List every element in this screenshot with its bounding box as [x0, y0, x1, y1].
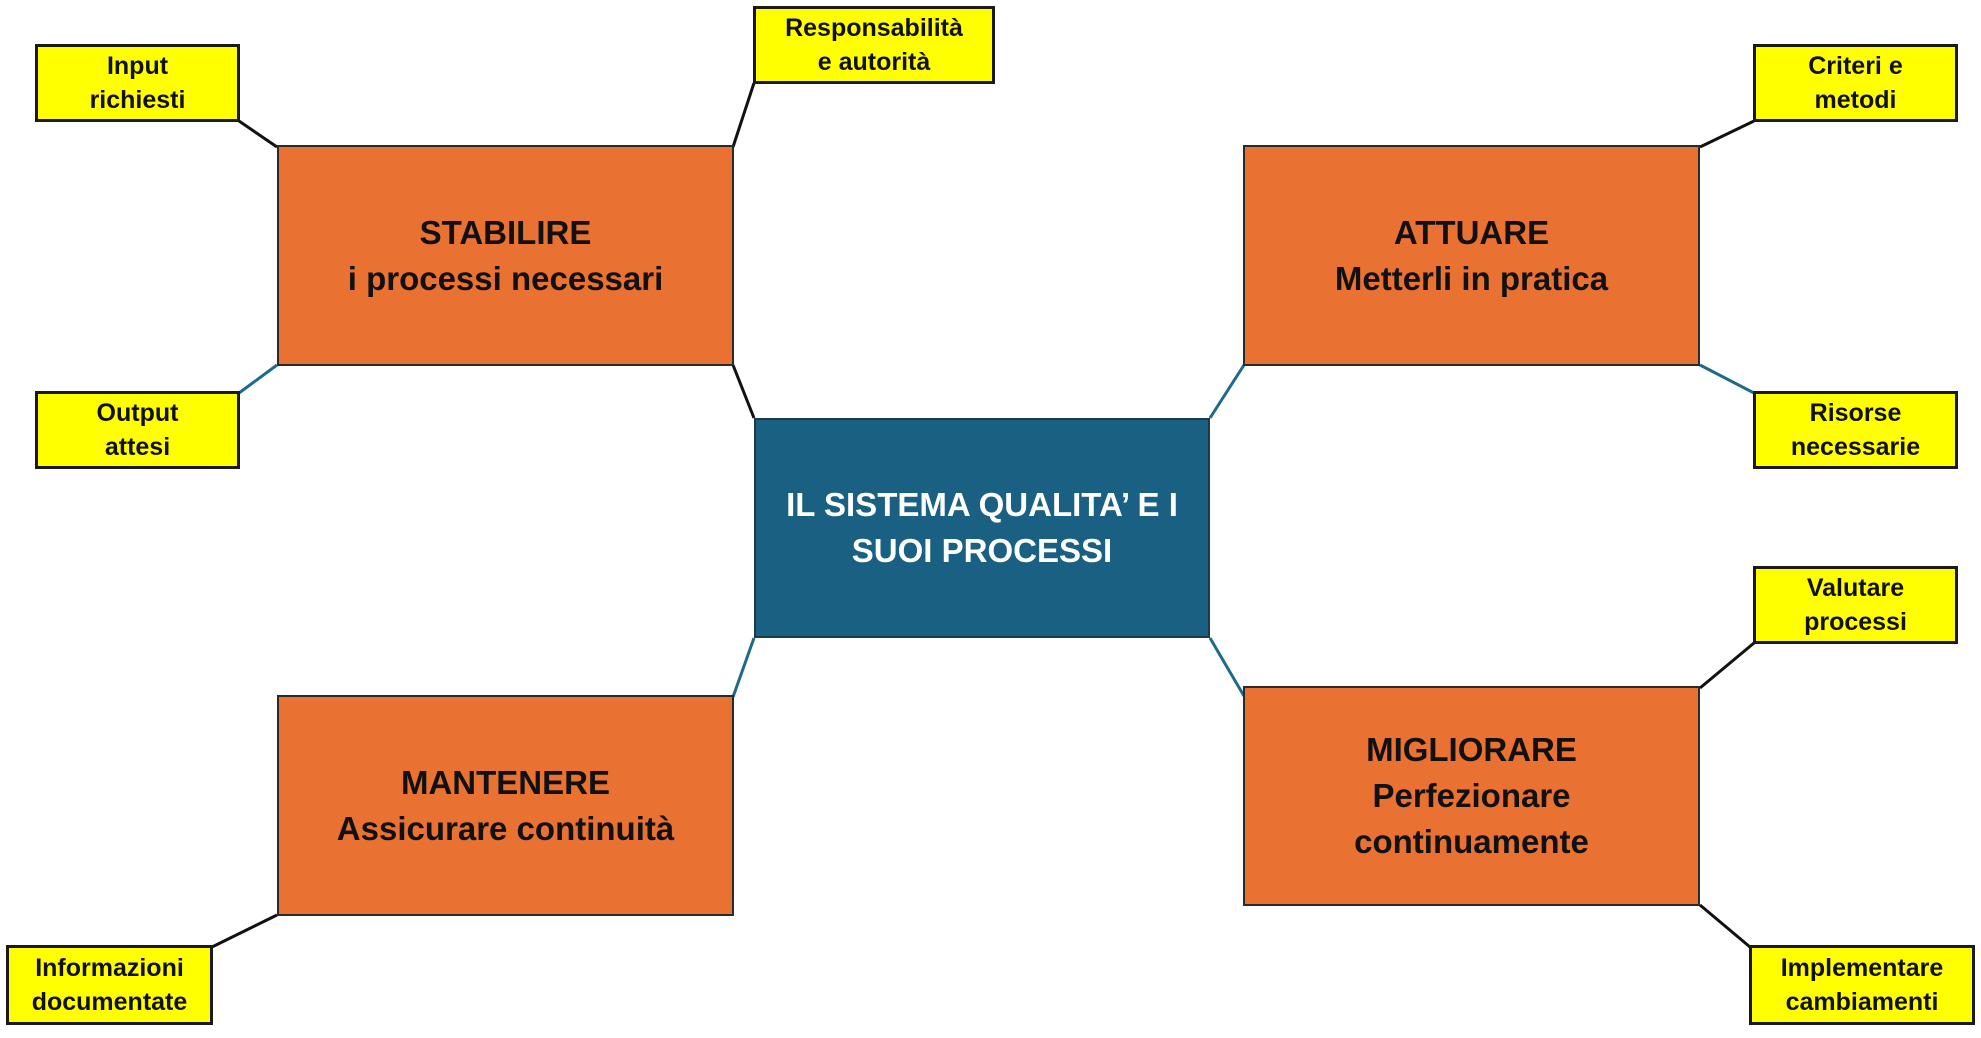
note-text-line: Output [96, 399, 179, 427]
note-text-line: Risorse [1809, 399, 1902, 427]
note-text-line: richiesti [89, 86, 186, 114]
link-center-attuare [1208, 364, 1246, 419]
note-text-line: Valutare [1806, 574, 1905, 602]
center-title-line2: SUOI PROCESSI [851, 532, 1113, 569]
node-mantenere: MANTENERE Assicurare continuità [277, 695, 734, 916]
link-stabilire-responsabilita [731, 82, 756, 148]
note-text-line: Criteri e [1808, 52, 1903, 80]
note-text-line: Input [106, 52, 169, 80]
link-attuare-risorse [1699, 363, 1755, 395]
note-text-line: documentate [31, 988, 188, 1016]
note-text-line: necessarie [1790, 433, 1921, 461]
link-center-stabilire [731, 364, 756, 419]
link-center-migliorare [1208, 637, 1246, 697]
note-informazioni-documentate: Informazioni documentate [6, 945, 213, 1025]
node-stabilire-title: STABILIRE [419, 213, 592, 251]
node-stabilire-subtitle: i processi necessari [347, 259, 664, 297]
center-title-line1: IL SISTEMA QUALITA’ E I [786, 486, 1178, 523]
link-stabilire-output [238, 363, 278, 395]
note-text-line: processi [1804, 608, 1907, 636]
note-criteri-metodi: Criteri e metodi [1753, 44, 1958, 122]
note-risorse-necessarie: Risorse necessarie [1753, 391, 1958, 469]
node-migliorare-subtitle-1: Perfezionare [1372, 777, 1571, 814]
node-attuare-subtitle: Metterli in pratica [1334, 259, 1609, 297]
note-text-line: attesi [104, 433, 171, 461]
note-text-line: metodi [1814, 86, 1897, 114]
node-migliorare: MIGLIORARE Perfezionare continuamente [1243, 686, 1700, 906]
node-migliorare-subtitle-2: continuamente [1354, 823, 1589, 860]
center-node: IL SISTEMA QUALITA’ E I SUOI PROCESSI [754, 418, 1210, 638]
note-input-richiesti: Input richiesti [35, 44, 240, 122]
note-output-attesi: Output attesi [35, 391, 240, 469]
link-center-mantenere [731, 637, 756, 698]
note-responsabilita: Responsabilità e autorità [753, 6, 995, 84]
note-text-line: cambiamenti [1785, 988, 1939, 1016]
note-text-line: Implementare [1780, 954, 1944, 982]
link-migliorare-valutare [1699, 641, 1755, 690]
node-attuare-title: ATTUARE [1393, 213, 1550, 251]
note-valutare-processi: Valutare processi [1753, 566, 1958, 644]
note-text-line: Responsabilità [785, 14, 963, 42]
link-attuare-criteri [1699, 119, 1755, 149]
note-implementare-cambiamenti: Implementare cambiamenti [1749, 945, 1975, 1025]
node-migliorare-title: MIGLIORARE [1366, 731, 1577, 768]
link-mantenere-informazioni [211, 913, 278, 949]
link-stabilire-input [238, 119, 278, 149]
node-stabilire: STABILIRE i processi necessari [277, 145, 734, 366]
note-text-line: Informazioni [35, 954, 184, 982]
node-attuare: ATTUARE Metterli in pratica [1243, 145, 1700, 366]
note-text-line: e autorità [817, 48, 931, 76]
node-mantenere-title: MANTENERE [400, 763, 610, 801]
link-migliorare-implementare [1699, 903, 1751, 949]
node-mantenere-subtitle: Assicurare continuità [336, 809, 675, 847]
